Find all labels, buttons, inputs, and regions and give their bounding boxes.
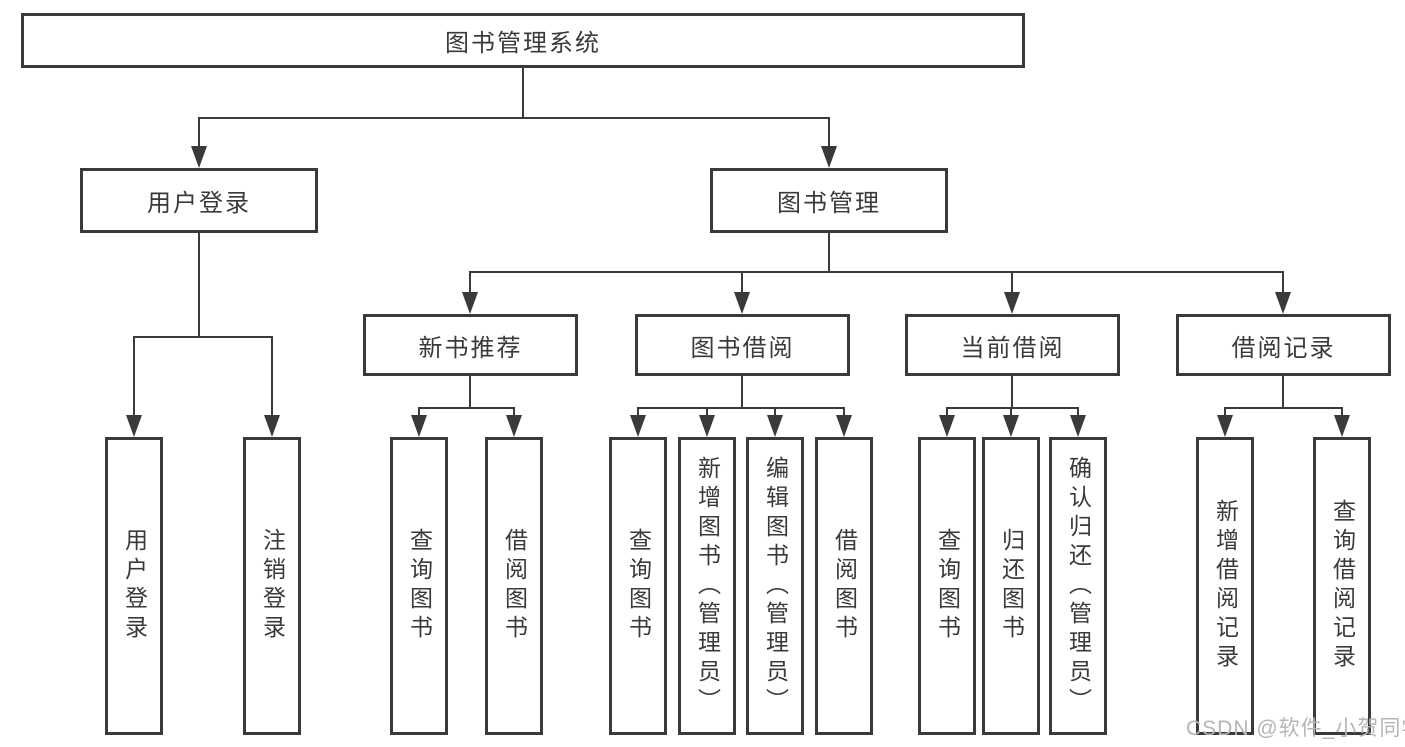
node-label: 图书管理 bbox=[777, 190, 881, 217]
node-label: 编辑图书（管理员） bbox=[762, 455, 789, 717]
arrowhead-down-icon bbox=[1275, 292, 1291, 314]
connector-vline bbox=[418, 407, 420, 417]
connector-hline bbox=[470, 271, 1283, 273]
node-current-borrowing: 当前借阅 bbox=[905, 314, 1120, 376]
node-label: 当前借阅 bbox=[960, 334, 1065, 362]
node-label: 归还图书 bbox=[998, 528, 1025, 644]
connector-hline bbox=[1224, 407, 1343, 409]
connector-vline bbox=[774, 407, 776, 417]
node-label: 确认归还（管理员） bbox=[1065, 455, 1092, 717]
node-label: 图书借阅 bbox=[690, 334, 795, 362]
connector-vline bbox=[1282, 376, 1284, 407]
node-book-borrowing: 图书借阅 bbox=[635, 314, 850, 376]
node-label: 新书推荐 bbox=[418, 334, 523, 362]
arrowhead-down-icon bbox=[939, 415, 955, 437]
connector-vline bbox=[469, 271, 471, 294]
connector-vline bbox=[637, 407, 639, 417]
arrowhead-down-icon bbox=[734, 292, 750, 314]
connector-vline bbox=[1282, 271, 1284, 294]
node-borrow-books-borrowing: 借阅图书 bbox=[815, 437, 873, 735]
node-label: 用户登录 bbox=[121, 528, 148, 644]
node-label: 用户登录 bbox=[147, 190, 251, 217]
arrowhead-down-icon bbox=[264, 415, 280, 437]
node-book-management: 图书管理 bbox=[710, 168, 948, 233]
connector-vline bbox=[1341, 407, 1343, 417]
connector-hline bbox=[198, 117, 830, 119]
connector-vline bbox=[741, 376, 743, 407]
node-label: 新增借阅记录 bbox=[1212, 499, 1239, 673]
node-add-borrow-record: 新增借阅记录 bbox=[1196, 437, 1254, 735]
connector-vline bbox=[1224, 407, 1226, 417]
node-user-login-group: 用户登录 bbox=[80, 168, 318, 233]
connector-vline bbox=[1011, 376, 1013, 407]
connector-hline bbox=[418, 407, 515, 409]
connector-vline bbox=[843, 407, 845, 417]
node-query-books-recommend: 查询图书 bbox=[390, 437, 448, 735]
connector-vline bbox=[828, 117, 830, 148]
connector-vline bbox=[513, 407, 515, 417]
arrowhead-down-icon bbox=[767, 415, 783, 437]
connector-vline bbox=[946, 407, 948, 417]
connector-vline bbox=[706, 407, 708, 417]
arrowhead-down-icon bbox=[462, 292, 478, 314]
arrowhead-down-icon bbox=[1070, 415, 1086, 437]
connector-hline bbox=[133, 336, 273, 338]
node-add-book-admin: 新增图书（管理员） bbox=[678, 437, 736, 735]
node-label: 新增图书（管理员） bbox=[694, 455, 721, 717]
node-label: 查询借阅记录 bbox=[1329, 499, 1356, 673]
connector-vline bbox=[271, 336, 273, 417]
arrowhead-down-icon bbox=[630, 415, 646, 437]
connector-vline bbox=[133, 336, 135, 417]
connector-vline bbox=[198, 117, 200, 148]
arrowhead-down-icon bbox=[506, 415, 522, 437]
node-confirm-return-admin: 确认归还（管理员） bbox=[1049, 437, 1107, 735]
node-label: 查询图书 bbox=[934, 528, 961, 644]
node-user-login: 用户登录 bbox=[105, 437, 163, 735]
node-logout-login: 注销登录 bbox=[243, 437, 301, 735]
node-label: 借阅记录 bbox=[1231, 334, 1336, 362]
node-return-book: 归还图书 bbox=[982, 437, 1040, 735]
node-query-books-current: 查询图书 bbox=[918, 437, 976, 735]
arrowhead-down-icon bbox=[1003, 415, 1019, 437]
watermark: CSDN @软件_小贺同学 bbox=[1186, 717, 1405, 740]
node-new-book-recommend: 新书推荐 bbox=[363, 314, 578, 376]
connector-vline bbox=[198, 233, 200, 336]
node-label: 图书管理系统 bbox=[445, 30, 601, 57]
node-borrow-records: 借阅记录 bbox=[1176, 314, 1391, 376]
node-borrow-books-recommend: 借阅图书 bbox=[485, 437, 543, 735]
connector-hline bbox=[946, 407, 1079, 409]
node-label: 查询图书 bbox=[406, 528, 433, 644]
arrowhead-down-icon bbox=[699, 415, 715, 437]
node-library-management-system: 图书管理系统 bbox=[21, 13, 1025, 68]
arrowhead-down-icon bbox=[821, 146, 837, 168]
node-label: 注销登录 bbox=[259, 528, 286, 644]
connector-vline bbox=[828, 233, 830, 271]
connector-vline bbox=[741, 271, 743, 294]
node-query-books-borrowing: 查询图书 bbox=[609, 437, 667, 735]
arrowhead-down-icon bbox=[1334, 415, 1350, 437]
node-query-borrow-record: 查询借阅记录 bbox=[1313, 437, 1371, 735]
arrowhead-down-icon bbox=[1004, 292, 1020, 314]
connector-vline bbox=[1011, 271, 1013, 294]
connector-vline bbox=[522, 68, 524, 117]
arrowhead-down-icon bbox=[836, 415, 852, 437]
node-label: 查询图书 bbox=[625, 528, 652, 644]
connector-vline bbox=[1010, 407, 1012, 417]
connector-vline bbox=[469, 376, 471, 407]
node-label: 借阅图书 bbox=[831, 528, 858, 644]
connector-vline bbox=[1077, 407, 1079, 417]
node-label: 借阅图书 bbox=[501, 528, 528, 644]
node-edit-book-admin: 编辑图书（管理员） bbox=[746, 437, 804, 735]
connector-hline bbox=[637, 407, 845, 409]
arrowhead-down-icon bbox=[411, 415, 427, 437]
arrowhead-down-icon bbox=[191, 146, 207, 168]
arrowhead-down-icon bbox=[1217, 415, 1233, 437]
arrowhead-down-icon bbox=[126, 415, 142, 437]
